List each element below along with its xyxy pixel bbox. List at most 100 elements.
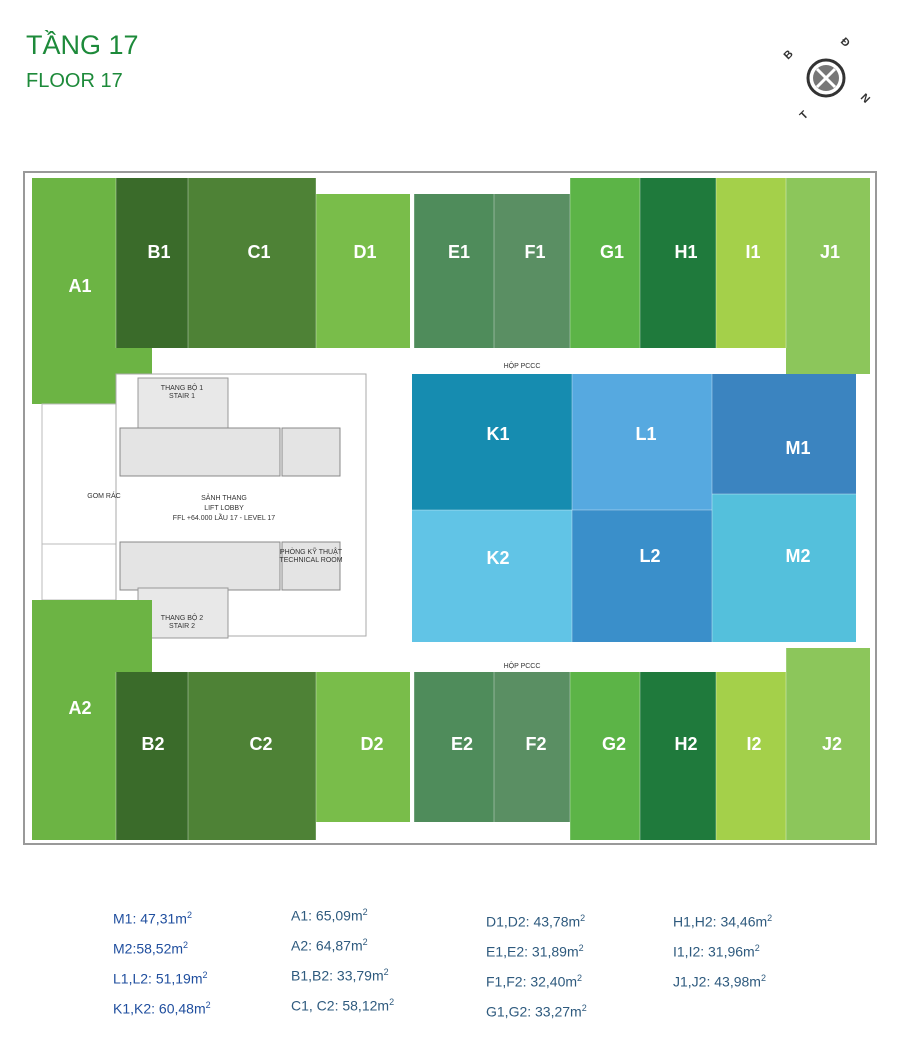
label-k2: K2: [486, 548, 509, 568]
label-i1: I1: [745, 242, 760, 262]
area-legend-col2: A1: 65,09m2 A2: 64,87m2 B1,B2: 33,79m2 C…: [291, 897, 394, 1017]
label-m1: M1: [785, 438, 810, 458]
area-m1: M1: 47,31m2: [113, 910, 192, 927]
area-d1-d2: D1,D2: 43,78m2: [486, 913, 586, 930]
label-g1: G1: [600, 242, 624, 262]
label-f1: F1: [524, 242, 545, 262]
fire-box-label-top: HỘP PCCC: [504, 361, 541, 370]
label-i2: I2: [746, 734, 761, 754]
label-b2: B2: [141, 734, 164, 754]
unit-f2[interactable]: [494, 672, 570, 822]
label-j2: J2: [822, 734, 842, 754]
label-c1: C1: [247, 242, 270, 262]
unit-m2[interactable]: [712, 494, 856, 642]
area-legend-col3: D1,D2: 43,78m2 E1,E2: 31,89m2 F1,F2: 32,…: [486, 903, 587, 1023]
technical-room-label: PHÒNG KỸ THUẬT: [280, 547, 343, 556]
label-e2: E2: [451, 734, 473, 754]
unit-a2-body[interactable]: [32, 672, 116, 840]
label-c2: C2: [249, 734, 272, 754]
garbage-label: GOM RÁC: [87, 491, 120, 500]
unit-b2[interactable]: [116, 672, 188, 840]
unit-c1[interactable]: [188, 178, 316, 348]
compass-letter-n: N: [858, 92, 872, 106]
stair2-label: THANG BỘ 2: [161, 613, 204, 622]
stair1-label-en: STAIR 1: [169, 393, 195, 400]
area-l1-l2: L1,L2: 51,19m2: [113, 970, 208, 987]
compass-letter-d: Đ: [838, 36, 852, 50]
area-e1-e2: E1,E2: 31,89m2: [486, 943, 584, 960]
label-j1: J1: [820, 242, 840, 262]
top-row-units: [32, 178, 870, 404]
label-e1: E1: [448, 242, 470, 262]
middle-units: [412, 374, 856, 642]
floor-title-vietnamese: TẦNG 17: [26, 30, 139, 60]
unit-e2[interactable]: [414, 672, 494, 822]
area-b1-b2: B1,B2: 33,79m2: [291, 967, 389, 984]
unit-b1[interactable]: [116, 178, 188, 348]
corridor-bottom: [152, 648, 786, 672]
label-k1: K1: [486, 424, 509, 444]
unit-d2[interactable]: [316, 672, 410, 822]
label-l1: L1: [635, 424, 656, 444]
unit-f1[interactable]: [494, 194, 570, 348]
area-f1-f2: F1,F2: 32,40m2: [486, 973, 583, 990]
unit-l1[interactable]: [572, 374, 712, 510]
label-g2: G2: [602, 734, 626, 754]
area-a1: A1: 65,09m2: [291, 907, 368, 924]
core-area: SẢNH THANG LIFT LOBBY FFL +64.000 LẦU 17…: [41, 373, 367, 639]
unit-e1[interactable]: [414, 194, 494, 348]
unit-d1[interactable]: [316, 194, 410, 348]
bottom-row-units: [32, 600, 870, 840]
partition-lines: [115, 178, 856, 840]
label-h1: H1: [674, 242, 697, 262]
unit-j1-lower[interactable]: [786, 348, 870, 374]
unit-a2[interactable]: [32, 600, 152, 672]
unit-h1[interactable]: [640, 178, 716, 348]
lobby-label-en: LIFT LOBBY: [204, 505, 244, 512]
label-a1: A1: [68, 276, 91, 296]
floor-title-english: FLOOR 17: [26, 70, 123, 92]
technical-room-label-en: TECHNICAL ROOM: [279, 557, 342, 564]
compass-letter-b: B: [782, 48, 796, 62]
unit-g1[interactable]: [570, 178, 640, 348]
compass-letter-t: T: [798, 109, 811, 122]
unit-a1-body[interactable]: [32, 178, 116, 348]
area-legend-col1: M1: 47,31m2 M2:58,52m2 L1,L2: 51,19m2 K1…: [113, 900, 211, 1020]
floor-plan: SẢNH THANG LIFT LOBBY FFL +64.000 LẦU 17…: [23, 171, 877, 845]
stair1-label: THANG BỘ 1: [161, 383, 204, 392]
unit-k1[interactable]: [412, 374, 572, 510]
area-i1-i2: I1,I2: 31,96m2: [673, 943, 760, 960]
label-d2: D2: [360, 734, 383, 754]
label-m2: M2: [785, 546, 810, 566]
compass-icon: B Đ N T: [782, 36, 872, 122]
unit-l2[interactable]: [572, 510, 712, 642]
area-c1-c2: C1, C2: 58,12m2: [291, 997, 395, 1014]
unit-i2[interactable]: [716, 672, 786, 840]
label-h2: H2: [674, 734, 697, 754]
lobby-label-vi: SẢNH THANG: [201, 493, 247, 502]
unit-k2[interactable]: [412, 510, 572, 642]
unit-c2[interactable]: [188, 672, 316, 840]
unit-j1[interactable]: [786, 178, 870, 348]
area-h1-h2: H1,H2: 34,46m2: [673, 913, 773, 930]
unit-h2[interactable]: [640, 672, 716, 840]
corridor-top: [152, 348, 786, 374]
unit-m1[interactable]: [712, 374, 856, 494]
area-k1-k2: K1,K2: 60,48m2: [113, 1000, 211, 1017]
unit-g2[interactable]: [570, 672, 640, 840]
label-f2: F2: [525, 734, 546, 754]
area-legend-col4: H1,H2: 34,46m2 I1,I2: 31,96m2 J1,J2: 43,…: [673, 903, 772, 993]
stair2-label-en: STAIR 2: [169, 623, 195, 630]
label-l2: L2: [639, 546, 660, 566]
area-g1-g2: G1,G2: 33,27m2: [486, 1003, 587, 1020]
level-label: FFL +64.000 LẦU 17 - LEVEL 17: [173, 512, 276, 522]
label-a2: A2: [68, 698, 91, 718]
area-a2: A2: 64,87m2: [291, 937, 368, 954]
fire-box-label-bottom: HỘP PCCC: [504, 661, 541, 670]
unit-i1[interactable]: [716, 178, 786, 348]
label-d1: D1: [353, 242, 376, 262]
area-j1-j2: J1,J2: 43,98m2: [673, 973, 766, 990]
area-m2: M2:58,52m2: [113, 940, 189, 957]
label-b1: B1: [147, 242, 170, 262]
unit-j2[interactable]: [786, 648, 870, 840]
